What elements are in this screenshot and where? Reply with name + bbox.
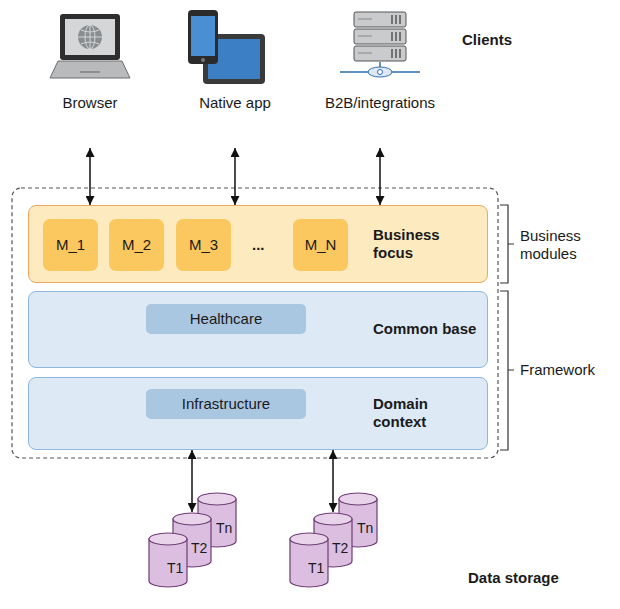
node-label: Native app [199,94,271,111]
label-wrap: T1 [308,559,324,577]
band-heading: Business focus [373,226,483,262]
node-label: M_2 [122,236,151,254]
band-heading: Common base [373,320,476,338]
caption-label: Clients [462,31,512,48]
connector-arrow [234,148,236,205]
label-wrap: Domain context [373,378,483,448]
client-node: B2B/integrations [315,8,445,148]
database-cylinder: T1 [289,532,329,588]
system-boundary [12,188,498,458]
node-label: Healthcare [190,310,263,328]
table-name: T2 [191,540,207,556]
laptop-icon [50,14,130,78]
table-name: T2 [332,540,348,556]
connector-arrow [89,148,91,205]
label-wrap: T2 [332,539,348,557]
node-label: B2B/integrations [325,94,435,111]
module-box: M_1 [43,219,98,271]
component-box: Infrastructure [146,389,306,419]
database-cylinder: T1 [148,532,188,588]
module-box: M_2 [109,219,164,271]
table-name: Tn [216,520,232,536]
label-wrap: T2 [191,539,207,557]
connector-arrow [379,148,381,205]
label-wrap: Tn [357,519,373,537]
client-node: Browser [35,8,145,148]
label-wrap: Framework [520,361,595,379]
module-box: M_N [293,219,348,271]
node-label: M_N [305,236,337,254]
label-wrap: Tn [216,519,232,537]
layer-band: Common base Healthcare [28,291,488,368]
node-label: M_1 [56,236,85,254]
label-wrap: Business modules [520,227,615,263]
bracket [500,205,514,283]
layer-band: Business focus M_1 M_2 M_3 M_N [28,205,488,283]
label-wrap: T1 [167,559,183,577]
table-name: T1 [308,560,324,576]
client-node: Native app [180,8,290,148]
label-wrap: B2B/integrations [315,94,445,112]
node-label: Infrastructure [182,395,270,413]
band-heading: Domain context [373,395,483,431]
device-icon [188,10,265,84]
label-wrap: Data storage [468,569,559,587]
table-name: Tn [357,520,373,536]
caption-label: Business modules [520,227,581,262]
label-wrap: Clients [462,31,512,49]
layer-band: Domain context Infrastructure [28,377,488,450]
module-box: M_3 [176,219,231,271]
label-wrap: Browser [35,94,145,112]
bracket [500,291,514,450]
server-icon [340,12,420,77]
connector-arrow [191,450,193,512]
node-label: Browser [62,94,117,111]
label-wrap: Business focus [373,206,483,281]
label-wrap: Native app [180,94,290,112]
label-wrap: Common base [373,292,483,366]
component-box: Healthcare [146,304,306,334]
connector-arrow [332,450,334,512]
caption-label: Data storage [468,569,559,586]
node-label: M_3 [189,236,218,254]
caption-label: Framework [520,361,595,378]
table-name: T1 [167,560,183,576]
